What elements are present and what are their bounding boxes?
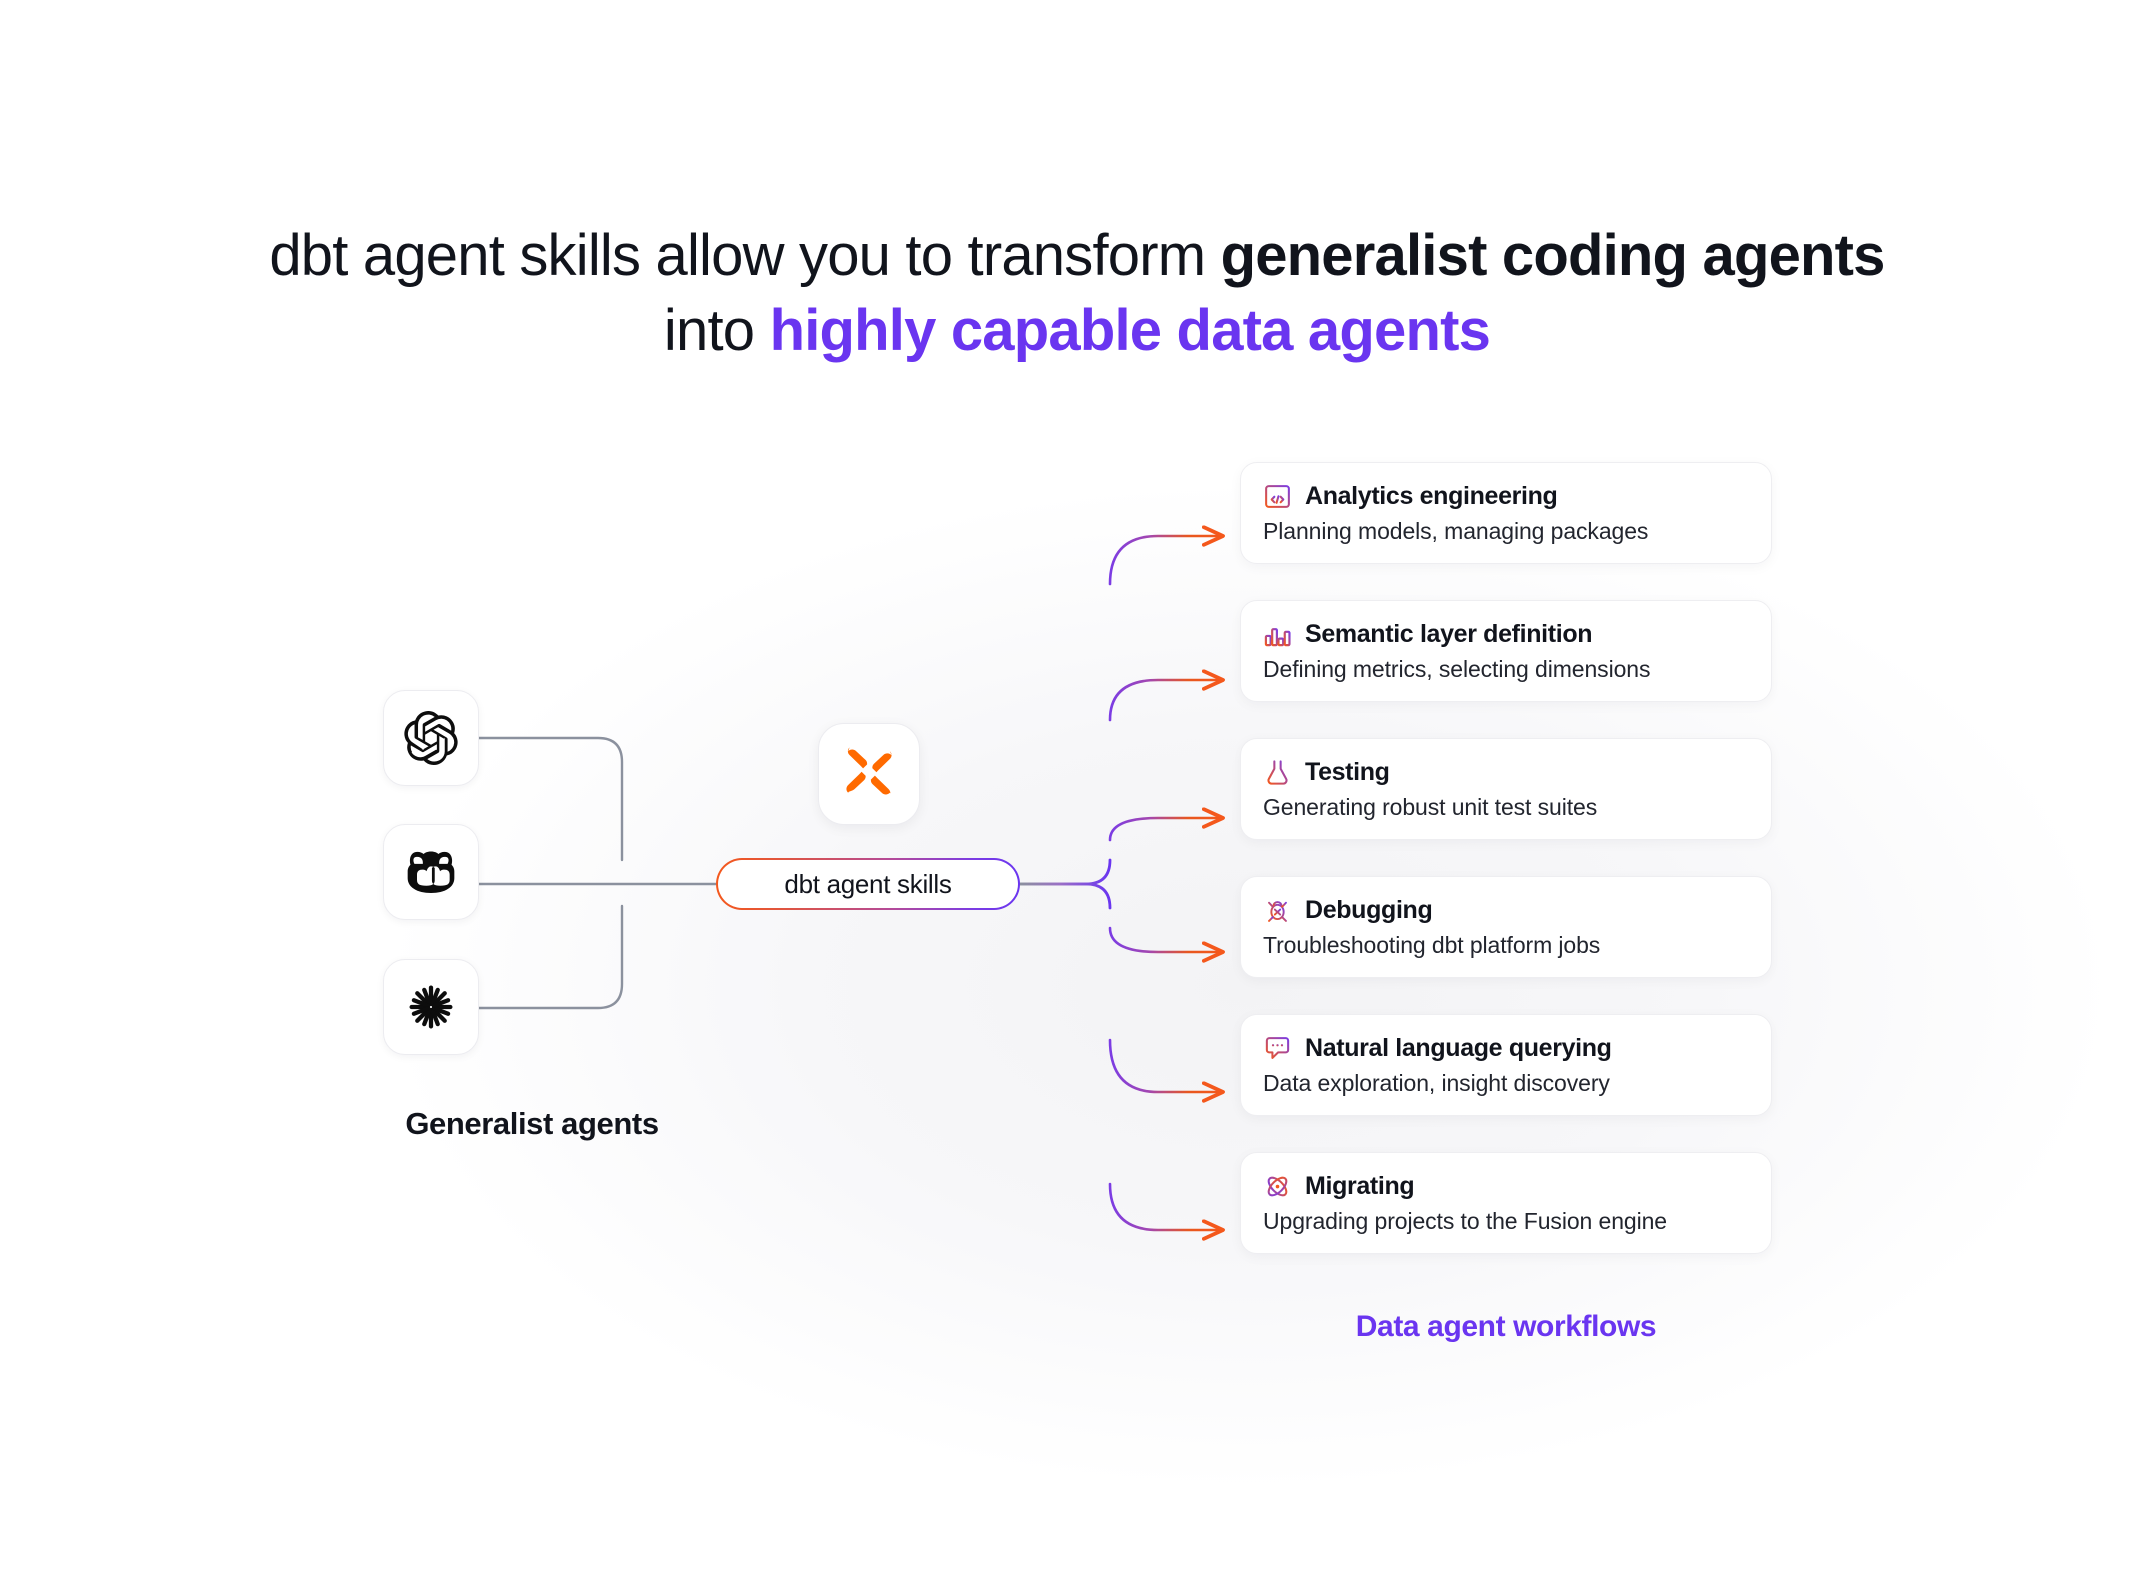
title-plain-2: into <box>663 298 770 364</box>
title-plain-1: dbt agent skills allow you to transform <box>269 223 1221 288</box>
bar-chart-icon <box>1263 620 1292 649</box>
agent-tile-openai[interactable] <box>383 690 479 786</box>
code-window-icon <box>1263 482 1292 511</box>
card-header: Debugging <box>1263 893 1771 927</box>
dbt-agent-skills-pill[interactable]: dbt agent skills <box>716 858 1020 910</box>
card-title: Debugging <box>1305 895 1433 924</box>
workflow-card-testing[interactable]: Testing Generating robust unit test suit… <box>1240 738 1772 840</box>
github-copilot-icon <box>403 844 459 900</box>
card-title: Migrating <box>1305 1171 1415 1200</box>
dbt-agent-skills-label: dbt agent skills <box>718 860 1018 908</box>
title-accent-2: highly capable data agents <box>769 298 1491 364</box>
atom-icon <box>1263 1172 1292 1201</box>
openai-icon <box>404 711 458 765</box>
flask-icon <box>1263 758 1292 787</box>
card-title: Testing <box>1305 757 1390 786</box>
card-title: Semantic layer definition <box>1305 619 1593 648</box>
card-header: Natural language querying <box>1263 1031 1771 1065</box>
agent-tile-claude[interactable] <box>383 959 479 1055</box>
data-agent-workflows-caption: Data agent workflows <box>1355 1310 1657 1343</box>
card-header: Migrating <box>1263 1169 1771 1203</box>
page-title: dbt agent skills allow you to transform … <box>0 218 2154 369</box>
card-subtitle: Defining metrics, selecting dimensions <box>1263 656 1651 682</box>
card-title: Natural language querying <box>1305 1033 1612 1062</box>
bug-icon <box>1263 896 1292 925</box>
card-subtitle: Planning models, managing packages <box>1263 518 1649 544</box>
card-header: Semantic layer definition <box>1263 617 1771 651</box>
card-header: Testing <box>1263 755 1771 789</box>
card-subtitle: Generating robust unit test suites <box>1263 794 1598 820</box>
card-subtitle: Data exploration, insight discovery <box>1263 1070 1610 1096</box>
card-subtitle: Upgrading projects to the Fusion engine <box>1263 1208 1667 1234</box>
workflow-card-semantic-layer-definition[interactable]: Semantic layer definition Defining metri… <box>1240 600 1772 702</box>
page-title-line-1: dbt agent skills allow you to transform … <box>0 218 2154 293</box>
card-title: Analytics engineering <box>1305 481 1558 510</box>
claude-icon <box>404 980 458 1034</box>
dbt-logo-tile[interactable] <box>818 723 920 825</box>
card-subtitle: Troubleshooting dbt platform jobs <box>1263 932 1601 958</box>
title-bold-1: generalist coding agents <box>1220 223 1886 288</box>
page-title-line-2: into highly capable data agents <box>0 293 2154 368</box>
agent-tile-github-copilot[interactable] <box>383 824 479 920</box>
dbt-logo-icon <box>838 741 900 808</box>
workflow-card-migrating[interactable]: Migrating Upgrading projects to the Fusi… <box>1240 1152 1772 1254</box>
card-header: Analytics engineering <box>1263 479 1771 513</box>
workflow-card-analytics-engineering[interactable]: Analytics engineering Planning models, m… <box>1240 462 1772 564</box>
workflow-card-debugging[interactable]: Debugging Troubleshooting dbt platform j… <box>1240 876 1772 978</box>
chat-bubble-icon <box>1263 1034 1292 1063</box>
workflow-card-natural-language-querying[interactable]: Natural language querying Data explorati… <box>1240 1014 1772 1116</box>
generalist-agents-caption: Generalist agents <box>405 1106 659 1141</box>
